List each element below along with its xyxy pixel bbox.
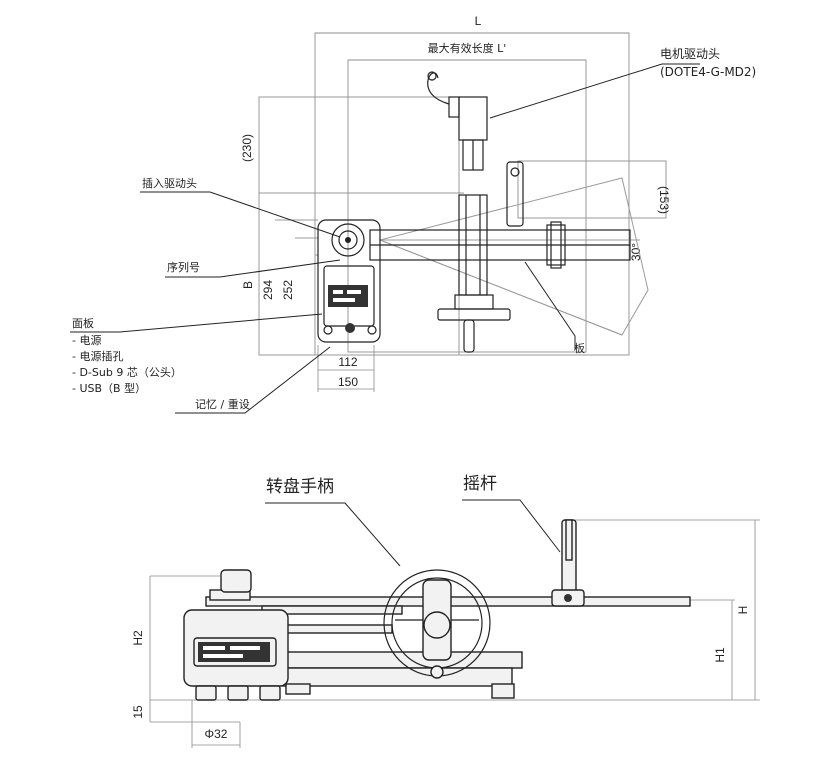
dim-294-label: 294 <box>261 280 275 300</box>
motor-drive-head-label: 电机驱动头 <box>660 47 720 61</box>
dim-H2-label: H2 <box>131 630 145 646</box>
handwheel <box>383 569 491 679</box>
motor-model-label: (DOTE4-G-MD2) <box>660 65 756 79</box>
dim-252-label: 252 <box>281 280 295 300</box>
top-view-leaders <box>70 63 700 414</box>
motor-drive-head <box>427 71 488 171</box>
dim-153-label: (153) <box>657 186 671 214</box>
side-view-leaders <box>265 499 561 567</box>
dim-B-label: B <box>241 281 255 289</box>
dim-H-label: H <box>736 606 750 615</box>
dim-112-label: 112 <box>338 355 357 369</box>
vertical-arm <box>437 194 511 353</box>
dim-150-label: 150 <box>338 375 358 389</box>
dim-L-label: L <box>475 14 482 28</box>
top-view-dimension-frames <box>258 32 667 356</box>
dim-phi32-label: Φ32 <box>205 727 228 741</box>
insert-drive-head-label: 插入驱动头 <box>142 176 197 190</box>
controller-box <box>317 219 381 343</box>
panel-item-usb: - USB（B 型） <box>72 381 146 395</box>
board-label: 板 <box>574 341 585 355</box>
turntable-handle-label: 转盘手柄 <box>266 477 334 497</box>
panel-label: 面板 <box>72 316 94 330</box>
rocker-label: 摇杆 <box>463 474 497 494</box>
rocker-lever <box>551 519 585 607</box>
horizontal-arm <box>369 161 631 269</box>
swing-sector <box>378 177 649 336</box>
dim-L-prime: 最大有效长度 L' <box>348 41 586 61</box>
panel-item-power: - 电源 <box>72 333 101 347</box>
dim-15-label: 15 <box>131 705 145 719</box>
dim-150: 150 <box>318 375 374 390</box>
dim-112: 112 <box>317 345 375 392</box>
dim-H1-label: H1 <box>713 647 727 663</box>
panel-item-dsub: - D-Sub 9 芯（公头） <box>72 365 182 379</box>
memory-reset-label: 记忆 / 重设 <box>195 397 250 411</box>
panel-item-power-jack: - 电源插孔 <box>72 349 123 363</box>
dim-230-label: (230) <box>240 134 254 162</box>
dim-L: L <box>315 14 629 34</box>
side-controller-box <box>183 569 289 701</box>
serial-number-label: 序列号 <box>167 260 200 274</box>
dim-L-prime-label: 最大有效长度 L' <box>428 41 507 55</box>
base-rail <box>281 651 523 699</box>
side-view-dimension-lines <box>149 519 760 748</box>
dim-angle-label: 30° <box>629 243 643 261</box>
